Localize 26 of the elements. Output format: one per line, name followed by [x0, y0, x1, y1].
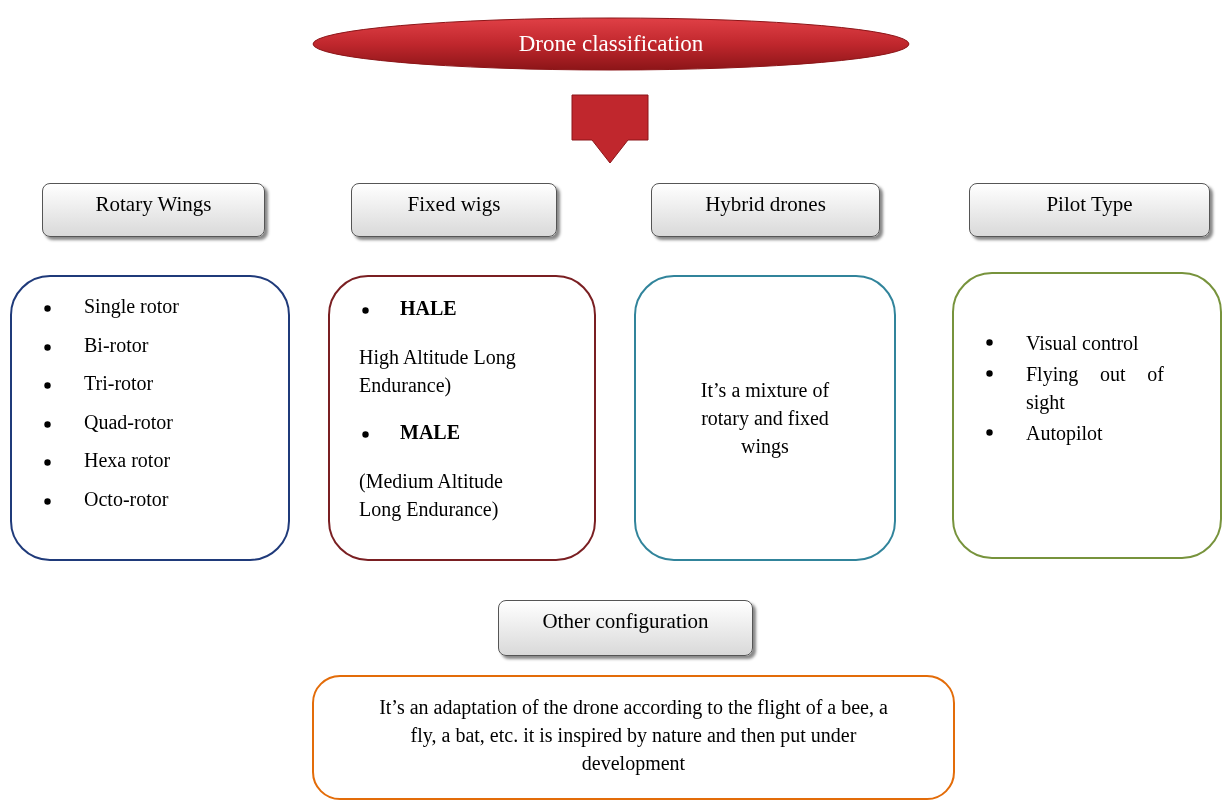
- list-item: HALE: [400, 297, 457, 320]
- description-card: [634, 275, 896, 561]
- category-box: Fixed wigs: [351, 183, 557, 237]
- description-text: (Medium Altitude Long Endurance): [359, 469, 504, 523]
- list-card: [328, 275, 596, 561]
- category-box: Hybrid drones: [651, 183, 880, 237]
- list-item: Single rotor: [84, 295, 179, 318]
- description-card: [312, 675, 955, 800]
- list-item: MALE: [400, 421, 460, 444]
- description-text: It’s a mixture of rotary and fixed wings: [699, 378, 831, 460]
- list-item: Octo-rotor: [84, 487, 169, 511]
- category-box: Pilot Type: [969, 183, 1210, 237]
- category-box: Other configuration: [498, 600, 753, 656]
- description-text: It’s an adaptation of the drone according to the flight of a bee, a fly, a bat, etc. it is inspired by nature and then put under development: [378, 695, 889, 777]
- list-item: Quad-rotor: [84, 410, 173, 434]
- title-text: Drone classification: [518, 31, 704, 57]
- list-item: Hexa rotor: [84, 449, 171, 472]
- category-box: Rotary Wings: [42, 183, 265, 237]
- list-item: Autopilot: [1026, 421, 1104, 447]
- list-item: Tri-rotor: [84, 372, 154, 395]
- list-card: [10, 275, 290, 561]
- description-text: High Altitude Long Endurance): [359, 345, 517, 399]
- list-card: [952, 272, 1222, 559]
- list-item: Visual control: [1026, 331, 1140, 356]
- list-item: Flying out of sight: [1026, 362, 1164, 416]
- list-item: Bi-rotor: [84, 333, 149, 357]
